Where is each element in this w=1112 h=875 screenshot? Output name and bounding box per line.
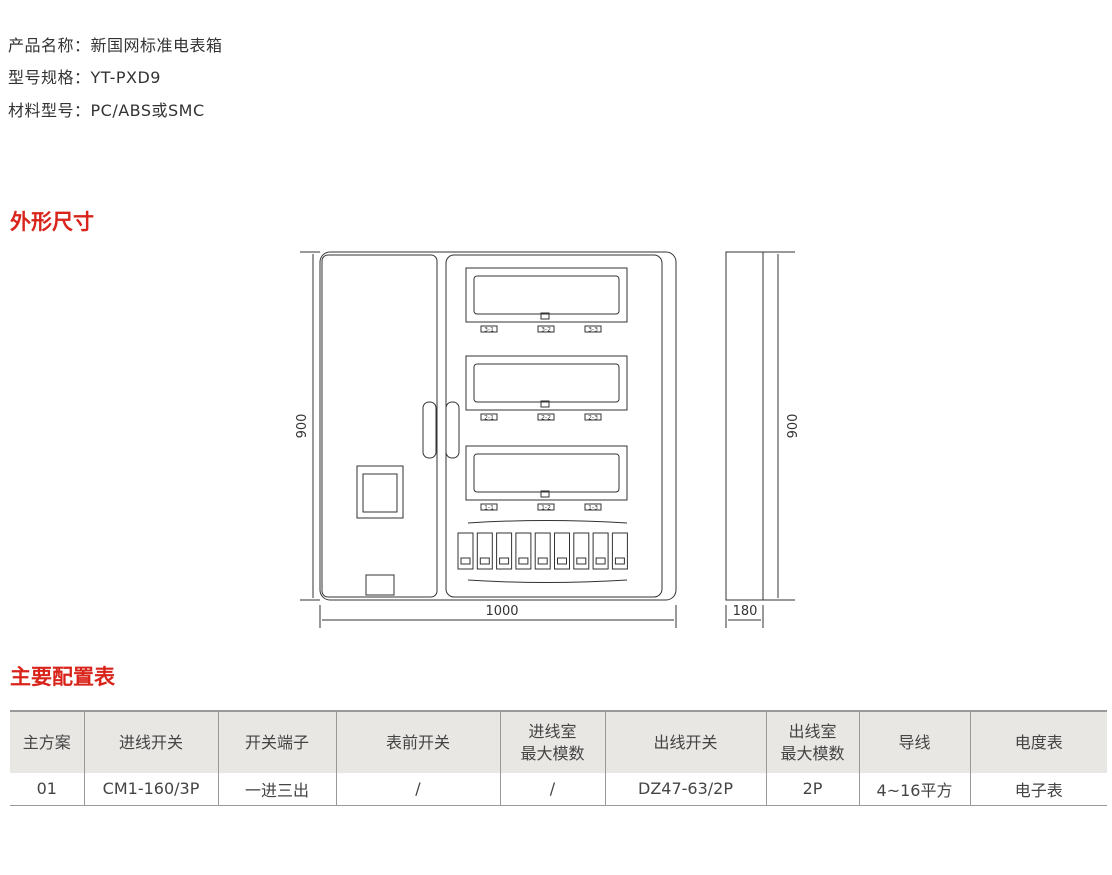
meter-compartment	[465, 267, 628, 323]
meter-label-box	[537, 413, 555, 421]
column-header: 进线室最大模数	[499, 711, 605, 773]
breaker	[611, 532, 628, 570]
table-cell: 01	[36, 779, 57, 799]
table-cell: 2P	[765, 773, 859, 805]
meter-window	[356, 465, 404, 519]
column-header: 电度表	[969, 711, 1107, 773]
lock-slot	[365, 574, 395, 596]
table-cell: CM1-160/3P	[83, 773, 218, 805]
meter-label: 1-2	[541, 505, 551, 512]
meter-seal-icon	[540, 312, 550, 320]
breaker-toggle-icon	[499, 557, 510, 565]
breaker-toggle-icon	[595, 557, 606, 565]
meter-label: 2-3	[588, 415, 598, 422]
table-cell: 一进三出	[217, 773, 336, 805]
column-header: 表前开关	[335, 711, 500, 773]
breaker-toggle-icon	[537, 557, 548, 565]
width-label: 1000	[485, 604, 518, 619]
meter-label: 3-1	[484, 327, 494, 334]
meter-compartment	[465, 355, 628, 411]
breaker-toggle-icon	[614, 557, 625, 565]
model-spec: 型号规格：YT-PXD9	[8, 68, 161, 87]
breaker-toggle-icon	[557, 557, 567, 565]
breaker-toggle-icon	[460, 557, 471, 565]
breaker	[457, 532, 474, 570]
meter-label-box	[584, 503, 602, 511]
meter-seal-icon	[540, 490, 550, 498]
meter-label: 1-1	[484, 505, 494, 512]
config-table: 主方案进线开关开关端子表前开关进线室最大模数出线开关出线室最大模数导线电度表 0…	[10, 710, 1107, 806]
column-header: 出线室最大模数	[765, 711, 859, 773]
height-label-front: 900	[295, 414, 310, 439]
breaker	[554, 532, 570, 570]
box-outline	[319, 251, 677, 601]
breaker-toggle-icon	[479, 557, 490, 565]
column-header: 进线开关	[83, 711, 218, 773]
depth-label: 180	[733, 604, 758, 619]
material: 材料型号：PC/ABS或SMC	[8, 101, 205, 120]
breaker	[515, 532, 532, 570]
breaker	[534, 532, 551, 570]
table-cell: /	[335, 773, 500, 805]
breaker	[496, 532, 513, 570]
breaker	[573, 532, 590, 570]
handle-right	[445, 401, 460, 459]
section-title-config: 主要配置表	[10, 665, 115, 689]
column-header: 出线开关	[604, 711, 766, 773]
table-cell: DZ47-63/2P	[604, 773, 766, 805]
meter-compartment	[465, 445, 628, 501]
meter-label: 1-3	[588, 505, 598, 512]
meter-seal-icon	[540, 400, 550, 408]
column-header: 主方案	[22, 732, 71, 752]
meter-label-box	[480, 325, 498, 333]
meter-label-box	[480, 413, 498, 421]
meter-label: 3-2	[541, 327, 551, 334]
meter-label: 2-2	[541, 415, 551, 422]
table-cell: /	[499, 773, 605, 805]
meter-label-box	[584, 413, 602, 421]
product-name: 产品名称：新国网标准电表箱	[8, 36, 223, 55]
meter-label-box	[480, 503, 498, 511]
breaker-toggle-icon	[576, 557, 587, 565]
dimension-drawing: 3-1 3-2 3-3 2-1 2-2 2-3 1-1 1-2 1-3 900 900 1000…	[295, 251, 801, 628]
handle-left	[422, 401, 437, 459]
meter-label-box	[537, 503, 555, 511]
breaker	[476, 532, 493, 570]
breaker-toggle-icon	[518, 557, 529, 565]
meter-label: 2-1	[484, 415, 494, 422]
table-cell: 4~16平方	[858, 773, 970, 805]
side-view	[725, 251, 764, 601]
column-header: 开关端子	[217, 711, 336, 773]
section-title-dimensions: 外形尺寸	[10, 210, 94, 234]
meter-label-box	[584, 325, 602, 333]
height-label-side: 900	[786, 414, 801, 439]
table-cell: 电子表	[969, 773, 1107, 805]
column-header: 导线	[858, 711, 970, 773]
meter-label: 3-3	[588, 327, 598, 334]
breaker	[592, 532, 609, 570]
meter-label-box	[537, 325, 555, 333]
left-door	[321, 254, 438, 598]
